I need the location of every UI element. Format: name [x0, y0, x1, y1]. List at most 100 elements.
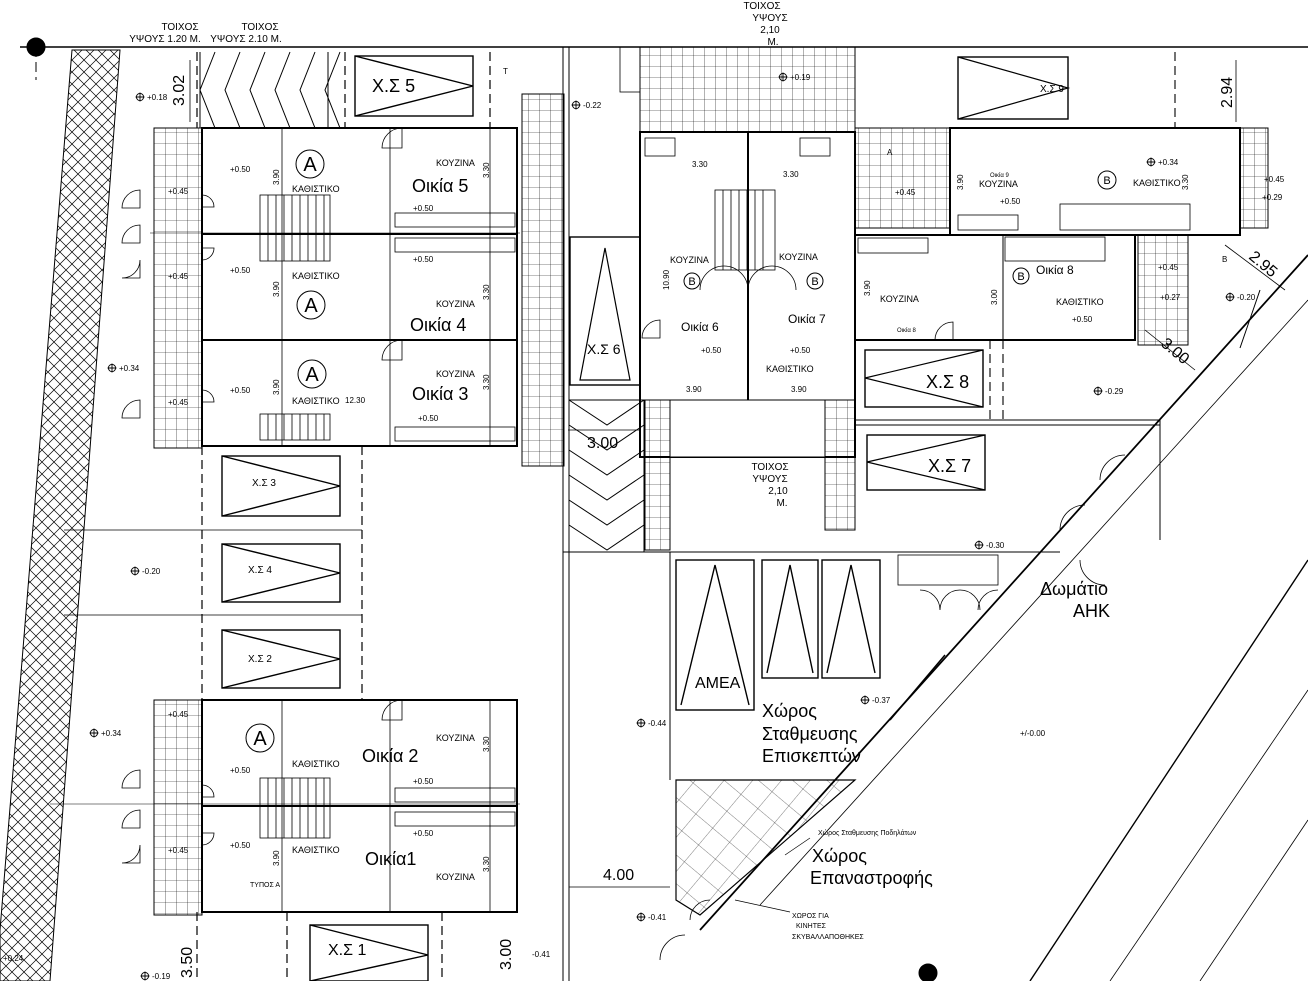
level-045-h: +0.45 — [1158, 263, 1179, 272]
visitor-parking — [675, 559, 881, 711]
dim-300-bottom: 3.00 — [498, 939, 515, 970]
house-5-label: Οικία 5 — [412, 176, 468, 196]
level-024: +0.24 — [3, 954, 24, 963]
level-050-a: +0.50 — [230, 165, 251, 174]
level-020-right: -0.20 — [1237, 293, 1256, 302]
dim-1230: 12.30 — [345, 396, 366, 405]
type-markers — [245, 149, 1117, 753]
type-b-marker-9: B — [1103, 175, 1110, 187]
parking-bays-left — [221, 55, 474, 981]
parking-3-label: Χ.Σ 3 — [252, 478, 276, 489]
level-045-g: +0.45 — [1264, 175, 1285, 184]
level-019: +0.19 — [790, 73, 811, 82]
house-block-left — [50, 51, 565, 981]
bike-leader — [784, 837, 811, 856]
level-050-j: +0.50 — [413, 829, 434, 838]
marker-b: B — [1222, 255, 1227, 264]
dim-300-center: 3.00 — [587, 435, 618, 452]
type-b-marker-6: B — [688, 276, 695, 288]
house-block-center — [563, 46, 1060, 780]
level-045-a: +0.45 — [168, 187, 189, 196]
dim-330-b: 3.30 — [783, 170, 799, 179]
dim-390-d: 3.90 — [272, 281, 281, 297]
wall-note-3-line2: ΥΨΟΥΣ — [752, 13, 787, 24]
dim-390-c: 3.90 — [272, 169, 281, 185]
dim-390-b: 3.90 — [791, 385, 807, 394]
parking-5-label: Χ.Σ 5 — [372, 76, 415, 96]
visitor-parking-line3: Επισκεπτών — [762, 746, 861, 766]
parking-1-label: Χ.Σ 1 — [328, 942, 366, 959]
kitchen-label-8: ΚΟΥΖΙΝΑ — [880, 294, 919, 304]
bins-leader — [734, 899, 791, 913]
type-a-marker-5: A — [303, 154, 317, 176]
level-041-b: -0.41 — [532, 950, 551, 959]
dim-330-h: 3.30 — [1181, 174, 1190, 190]
level-050-m: +0.50 — [1000, 197, 1021, 206]
kitchen-label-6: ΚΟΥΖΙΝΑ — [670, 255, 709, 265]
visitor-parking-line1: Χώρος — [762, 701, 817, 721]
house-block-right — [854, 52, 1269, 611]
dim-400: 4.00 — [603, 867, 634, 884]
dim-390-h: 3.90 — [956, 174, 965, 190]
level-027: +0.27 — [1160, 293, 1181, 302]
wall-note-4-line4: Μ. — [776, 498, 787, 509]
bins-line1: ΧΩΡΟΣ ΓΙΑ — [792, 913, 829, 920]
level-050-l: +0.50 — [790, 346, 811, 355]
wall-note-3-line3: 2,10 — [760, 25, 780, 36]
level-050-k: +0.50 — [701, 346, 722, 355]
bike-parking-label: Χώρος Σταθμευσης Ποδηλάτων — [818, 829, 917, 837]
wall-note-3-line4: Μ. — [767, 37, 778, 48]
dim-390-g: 3.90 — [863, 280, 872, 296]
house-4-label: Οικία 4 — [410, 315, 466, 335]
turning-area-line2: Επαναστροφής — [810, 868, 933, 888]
level-050-g: +0.50 — [413, 255, 434, 264]
wall-note-1-line1: ΤΟΙΧΟΣ — [161, 22, 198, 33]
level-050-n: +0.50 — [1072, 315, 1093, 324]
level-037: -0.37 — [872, 696, 891, 705]
parking-7-label: Χ.Σ 7 — [928, 456, 971, 476]
level-044: -0.44 — [648, 719, 667, 728]
level-050-f: +0.50 — [413, 204, 434, 213]
living-label-9: ΚΑΘΙΣΤΙΚΟ — [1133, 178, 1181, 188]
type-a-marker-3: A — [305, 364, 319, 386]
wall-note-4-line3: 2,10 — [768, 486, 788, 497]
level-029-pos: +0.29 — [1262, 193, 1283, 202]
house-3-label: Οικία 3 — [412, 384, 468, 404]
dimension-lines — [189, 60, 1286, 888]
road-edges — [659, 254, 1308, 981]
living-label-1: ΚΑΘΙΣΤΙΚΟ — [292, 845, 340, 855]
kitchen-label-1: ΚΟΥΖΙΝΑ — [436, 872, 475, 882]
level-050-h: +0.50 — [418, 414, 439, 423]
wall-note-4-line1: ΤΟΙΧΟΣ — [751, 462, 788, 473]
turning-area-line1: Χώρος — [812, 846, 867, 866]
wall-note-2-line1: ΤΟΙΧΟΣ — [241, 22, 278, 33]
dim-1090: 10.90 — [662, 269, 671, 290]
level-045-e: +0.45 — [168, 846, 189, 855]
turning-area-hatch — [675, 779, 857, 916]
house-2-label: Οικία 2 — [362, 746, 418, 766]
level-029: -0.29 — [1105, 387, 1124, 396]
house-1-label: Οικία1 — [365, 849, 416, 869]
parking-4-label: Χ.Σ 4 — [248, 565, 272, 576]
wall-note-3-line1: ΤΟΙΧΟΣ — [743, 1, 780, 12]
marker-t: T — [503, 67, 508, 76]
level-034-c: +0.34 — [1158, 158, 1179, 167]
ahk-room-line2: ΑΗΚ — [1073, 601, 1110, 621]
living-label-4: ΚΑΘΙΣΤΙΚΟ — [292, 271, 340, 281]
level-050-d: +0.50 — [230, 766, 251, 775]
type-b-marker-8: B — [1017, 271, 1024, 283]
dim-350: 3.50 — [179, 947, 196, 978]
marker-a: A — [887, 148, 893, 157]
parking-2-label: Χ.Σ 2 — [248, 654, 272, 665]
level-020-left: -0.20 — [142, 567, 161, 576]
kitchen-label-7: ΚΟΥΖΙΝΑ — [779, 252, 818, 262]
level-041-a: -0.41 — [648, 913, 667, 922]
type-a-marker-4: A — [304, 295, 318, 317]
house-8-small-label: Οικία 8 — [897, 328, 916, 334]
level-045-c: +0.45 — [168, 398, 189, 407]
kitchen-label-3: ΚΟΥΖΙΝΑ — [436, 369, 475, 379]
level-000: +/-0.00 — [1020, 729, 1046, 738]
kitchen-label-5: ΚΟΥΖΙΝΑ — [436, 158, 475, 168]
